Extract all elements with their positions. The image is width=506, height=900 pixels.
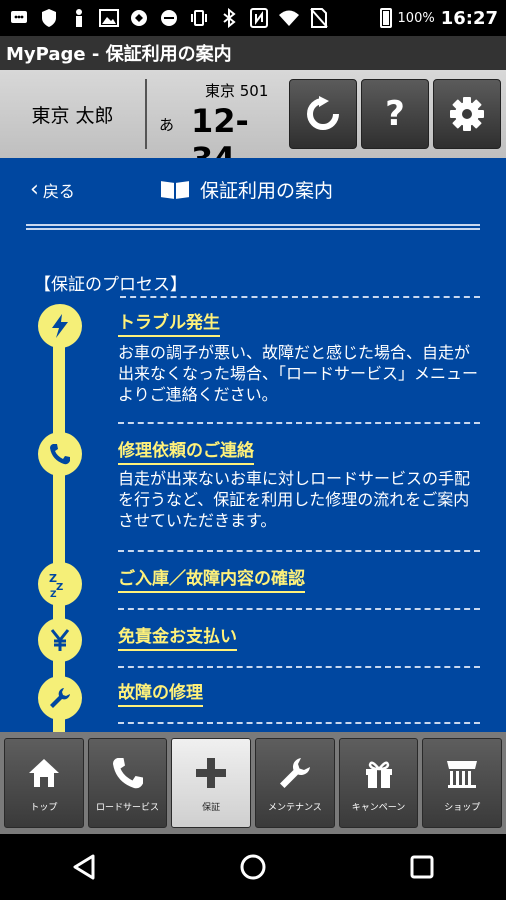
back-button[interactable]: ‹ 戻る	[30, 178, 75, 202]
divider	[118, 422, 480, 424]
divider	[120, 296, 480, 298]
tab-warranty[interactable]: 保証	[171, 738, 252, 828]
plus-icon	[196, 757, 227, 788]
clock: 16:27	[440, 7, 498, 29]
tab-shop[interactable]: ショップ	[422, 738, 503, 828]
main-content: ‹ 戻る 保証利用の案内 【保証のプロセス】 トラブル発生 お車の調子が悪い、故…	[0, 158, 506, 732]
bottom-tab-bar: トップ ロードサービス 保証 メンテナンス キャンペーン ショップ	[0, 732, 506, 834]
help-icon: ?	[385, 94, 405, 134]
tab-road-service[interactable]: ロードサービス	[87, 738, 168, 828]
section-label: 【保証のプロセス】	[34, 275, 187, 295]
divider	[118, 550, 480, 552]
message-icon	[8, 7, 30, 29]
header-divider	[145, 79, 147, 149]
tab-top[interactable]: トップ	[4, 738, 84, 828]
app-icon	[128, 7, 150, 29]
svg-text:Z: Z	[56, 582, 63, 593]
step-title[interactable]: 修理依頼のご連絡	[118, 440, 254, 465]
shop-icon	[447, 760, 478, 788]
page-nav: ‹ 戻る 保証利用の案内	[0, 158, 506, 220]
status-bar: 100% 16:27	[0, 0, 506, 36]
gear-icon	[450, 97, 484, 131]
lightning-icon	[38, 304, 82, 348]
page-title: 保証利用の案内	[200, 180, 334, 202]
step-title[interactable]: 免責金お支払い	[118, 626, 237, 651]
refresh-icon	[307, 96, 339, 130]
system-nav-bar	[0, 834, 506, 900]
tab-label: 保証	[202, 802, 221, 813]
divider	[118, 608, 480, 610]
step-title[interactable]: 故障の修理	[118, 682, 203, 707]
step-description: お車の調子が悪い、故障だと感じた場合、自走が出来なくなった場合、「ロードサービス…	[118, 343, 479, 404]
vibrate-icon	[188, 7, 210, 29]
dnd-icon	[158, 7, 180, 29]
shield-icon	[38, 7, 60, 29]
step-title[interactable]: ご入庫／故障内容の確認	[118, 568, 305, 593]
image-icon	[98, 7, 120, 29]
plate-kana: あ	[159, 116, 175, 134]
nav-home-icon[interactable]	[238, 852, 268, 882]
divider	[118, 722, 480, 724]
book-icon	[160, 179, 190, 201]
header: 東京 太郎 東京 501 あ 12-34 ?	[0, 70, 506, 178]
phone-icon	[38, 432, 82, 476]
divider	[26, 224, 480, 230]
tab-label: トップ	[30, 802, 58, 813]
nav-recent-icon[interactable]	[407, 852, 437, 882]
timeline-line	[53, 308, 65, 732]
tab-label: メンテナンス	[267, 802, 322, 813]
step-title[interactable]: トラブル発生	[118, 312, 220, 337]
no-sim-icon	[308, 7, 330, 29]
wrench-icon	[38, 676, 82, 720]
help-button[interactable]: ?	[361, 79, 429, 149]
battery-percent: 100%	[397, 10, 435, 26]
nav-back-icon[interactable]	[69, 852, 99, 882]
gift-icon	[365, 761, 392, 788]
app-title: MyPage - 保証利用の案内	[0, 36, 506, 70]
refresh-button[interactable]	[289, 79, 357, 149]
license-plate: 東京 501 あ 12-34	[147, 70, 285, 178]
step-description: 自走が出来ないお車に対しロードサービスの手配を行うなど、保証を利用した修理の流れ…	[118, 469, 471, 530]
settings-button[interactable]	[433, 79, 501, 149]
battery-icon	[379, 8, 392, 28]
yen-icon	[38, 618, 82, 662]
bluetooth-icon	[218, 7, 240, 29]
tab-campaign[interactable]: キャンペーン	[338, 738, 419, 828]
svg-text:Z: Z	[49, 572, 57, 585]
home-icon	[28, 758, 59, 787]
tab-label: キャンペーン	[351, 802, 406, 813]
tab-label: ショップ	[444, 802, 481, 813]
phone-icon	[112, 757, 143, 788]
tab-maintenance[interactable]: メンテナンス	[255, 738, 335, 828]
svg-text:Z: Z	[50, 590, 57, 598]
person-icon	[68, 7, 90, 29]
chevron-left-icon: ‹	[30, 177, 39, 202]
back-label: 戻る	[42, 182, 75, 201]
wrench-icon	[279, 757, 310, 788]
page-heading: 保証利用の案内	[160, 176, 333, 203]
nfc-icon	[248, 7, 270, 29]
plate-region: 東京 501	[205, 82, 269, 100]
user-name: 東京 太郎	[31, 104, 114, 127]
divider	[118, 666, 480, 668]
tab-label: ロードサービス	[96, 802, 160, 813]
wifi-icon	[278, 7, 300, 29]
